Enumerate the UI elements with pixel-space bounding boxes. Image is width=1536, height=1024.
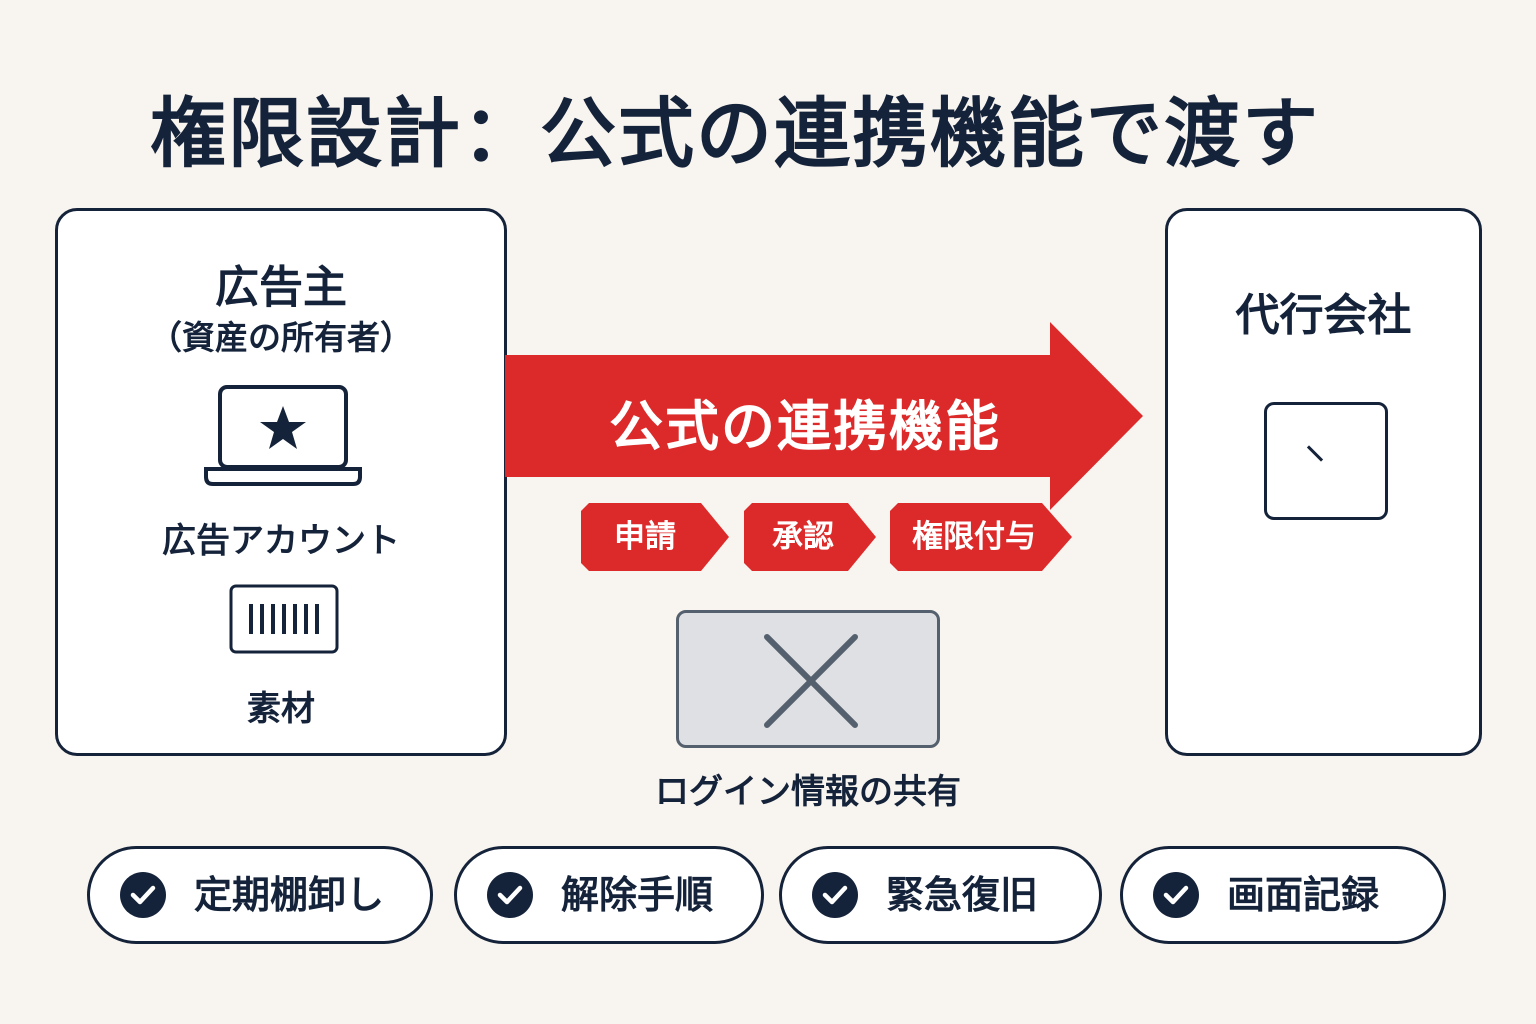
step-label: 承認 — [772, 519, 834, 555]
step-chevron — [744, 503, 876, 571]
advertiser-title: 広告主 — [215, 262, 347, 313]
checklist-label: 定期棚卸し — [194, 873, 385, 917]
checklist-label: 解除手順 — [561, 873, 714, 917]
barcode-icon — [229, 584, 339, 654]
step-label: 権限付与 — [912, 519, 1036, 555]
advertiser-panel: 広告主 （資産の所有者） 広告アカウント 素材 — [55, 208, 507, 756]
official-integration-arrow — [505, 322, 1143, 510]
asset-label-materials: 素材 — [247, 689, 315, 729]
agency-panel: 代行会社 — [1165, 208, 1482, 756]
check-icon — [120, 872, 166, 918]
arrow-label: 公式の連携機能 — [609, 395, 1001, 458]
x-icon — [764, 634, 858, 728]
checklist-item-recovery: 緊急復旧 — [779, 846, 1102, 944]
checklist-item-screen-record: 画面記録 — [1120, 846, 1446, 944]
checklist-item-revoke: 解除手順 — [454, 846, 764, 944]
check-icon — [812, 872, 858, 918]
agency-title: 代行会社 — [1235, 290, 1412, 341]
rejected-method-box — [676, 610, 940, 748]
step-approve: 承認 — [744, 503, 876, 571]
step-chevron — [890, 503, 1072, 571]
step-apply: 申請 — [581, 503, 729, 571]
box-icon — [1264, 402, 1388, 520]
step-grant: 権限付与 — [890, 503, 1072, 571]
rejected-method-label: ログイン情報の共有 — [655, 772, 961, 812]
check-icon — [487, 872, 533, 918]
checklist-item-inventory: 定期棚卸し — [87, 846, 433, 944]
check-icon — [1153, 872, 1199, 918]
checklist-label: 緊急復旧 — [886, 873, 1039, 917]
step-chevron — [581, 503, 729, 571]
laptop-star-icon — [204, 385, 362, 486]
step-label: 申請 — [614, 519, 676, 555]
page-title: 権限設計：公式の連携機能で渡す — [150, 89, 1320, 178]
checklist-label: 画面記録 — [1227, 873, 1380, 917]
asset-label-ad-account: 広告アカウント — [162, 521, 400, 561]
advertiser-subtitle: （資産の所有者） — [149, 318, 413, 357]
